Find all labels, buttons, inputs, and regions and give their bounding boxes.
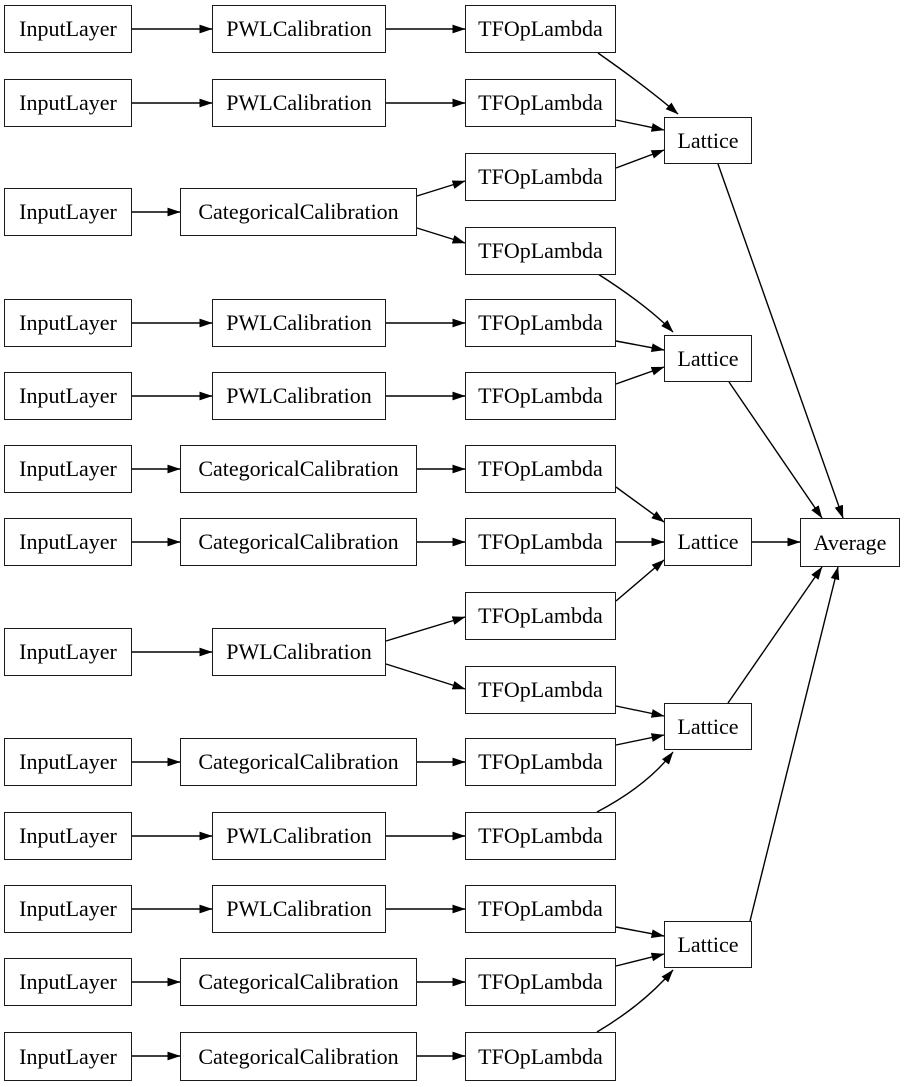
node-tfop_14: TFOpLambda [465, 958, 616, 1006]
node-input_12: InputLayer [4, 958, 132, 1006]
node-tfop_9: TFOpLambda [465, 592, 616, 640]
node-input_1: InputLayer [4, 5, 132, 53]
node-input_9: InputLayer [4, 738, 132, 786]
node-input_2: InputLayer [4, 79, 132, 127]
node-average: Average [800, 518, 900, 567]
node-tfop_4: TFOpLambda [465, 227, 616, 275]
edge-tfop_13-to-lattice_5 [615, 926, 665, 939]
node-tfop_15: TFOpLambda [465, 1032, 616, 1081]
node-tfop_7: TFOpLambda [465, 445, 616, 493]
node-calib_3: CategoricalCalibration [180, 188, 417, 236]
edge-tfop_1-to-lattice_1 [597, 52, 679, 115]
node-calib_7: CategoricalCalibration [180, 518, 417, 566]
node-lattice_1: Lattice [664, 117, 752, 164]
node-input_6: InputLayer [4, 445, 132, 493]
edge-tfop_15-to-lattice_5 [596, 969, 674, 1033]
node-calib_12: CategoricalCalibration [180, 958, 417, 1006]
node-calib_6: CategoricalCalibration [180, 445, 417, 493]
node-input_3: InputLayer [4, 188, 132, 236]
edge-tfop_9-to-lattice_3 [615, 559, 665, 602]
node-tfop_5: TFOpLambda [465, 299, 616, 347]
node-tfop_13: TFOpLambda [465, 885, 616, 933]
node-tfop_2: TFOpLambda [465, 79, 616, 127]
node-lattice_5: Lattice [664, 921, 752, 968]
node-lattice_2: Lattice [664, 335, 752, 382]
node-tfop_8: TFOpLambda [465, 518, 616, 566]
node-calib_11: PWLCalibration [212, 885, 386, 933]
edge-tfop_7-to-lattice_3 [615, 486, 665, 523]
node-input_13: InputLayer [4, 1032, 132, 1081]
node-calib_8: PWLCalibration [212, 628, 386, 676]
edge-calib_3-to-tfop_4 [416, 227, 466, 244]
node-input_7: InputLayer [4, 518, 132, 566]
node-calib_4: PWLCalibration [212, 299, 386, 347]
node-tfop_10: TFOpLambda [465, 666, 616, 714]
edge-lattice_4-to-average [727, 566, 823, 704]
node-tfop_6: TFOpLambda [465, 372, 616, 420]
edge-tfop_14-to-lattice_5 [615, 952, 665, 967]
node-calib_2: PWLCalibration [212, 79, 386, 127]
edge-lattice_5-to-average [749, 566, 840, 922]
node-input_4: InputLayer [4, 299, 132, 347]
node-tfop_11: TFOpLambda [465, 738, 616, 786]
node-lattice_4: Lattice [664, 703, 752, 750]
edge-tfop_2-to-lattice_1 [615, 119, 665, 132]
node-tfop_1: TFOpLambda [465, 5, 616, 53]
node-calib_5: PWLCalibration [212, 372, 386, 420]
node-calib_13: CategoricalCalibration [180, 1032, 417, 1081]
edge-lattice_2-to-average [728, 381, 823, 519]
node-tfop_3: TFOpLambda [465, 153, 616, 201]
edge-calib_8-to-tfop_10 [385, 663, 466, 690]
node-lattice_3: Lattice [664, 518, 752, 566]
edge-tfop_11-to-lattice_4 [615, 733, 665, 746]
node-calib_9: CategoricalCalibration [180, 738, 417, 786]
edge-calib_3-to-tfop_3 [416, 180, 466, 197]
node-input_10: InputLayer [4, 812, 132, 860]
node-calib_1: PWLCalibration [212, 5, 386, 53]
node-calib_10: PWLCalibration [212, 812, 386, 860]
edge-lattice_1-to-average [717, 163, 844, 519]
node-input_5: InputLayer [4, 372, 132, 420]
node-input_11: InputLayer [4, 885, 132, 933]
node-input_8: InputLayer [4, 628, 132, 676]
node-tfop_12: TFOpLambda [465, 812, 616, 860]
edge-tfop_6-to-lattice_2 [615, 366, 665, 385]
edge-tfop_5-to-lattice_2 [615, 340, 665, 353]
edge-tfop_3-to-lattice_1 [615, 149, 665, 169]
edge-tfop_4-to-lattice_2 [597, 273, 674, 333]
edge-tfop_12-to-lattice_4 [596, 751, 674, 813]
edge-tfop_10-to-lattice_4 [615, 705, 665, 718]
edge-calib_8-to-tfop_9 [385, 616, 466, 642]
